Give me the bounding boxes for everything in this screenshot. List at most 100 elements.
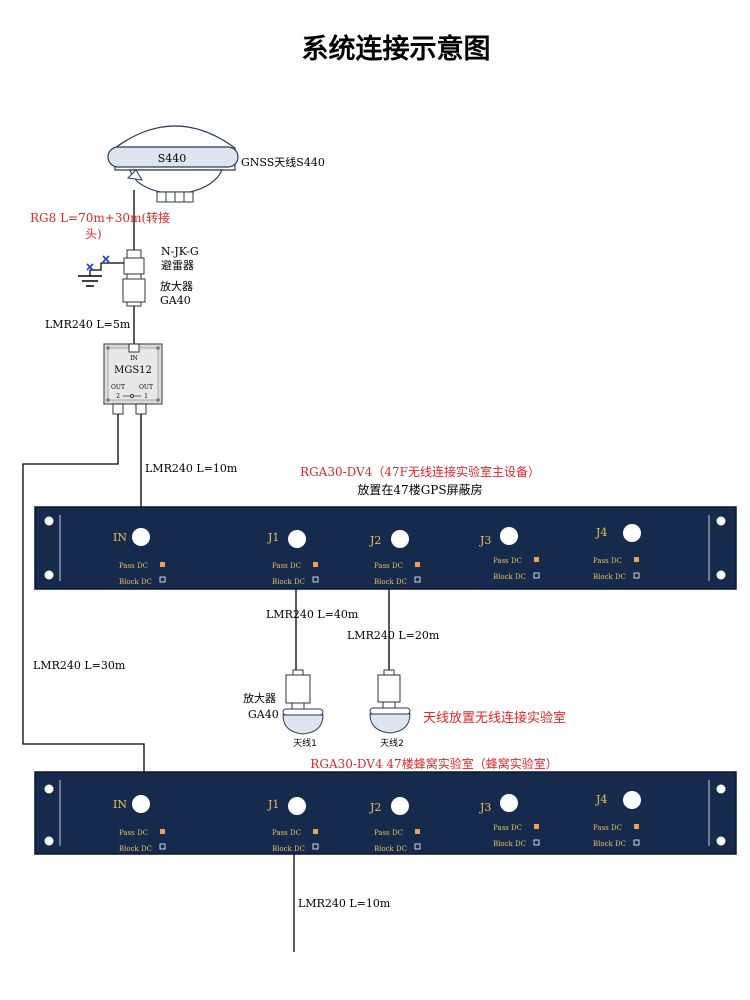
cable-rg8-label: RG8 L=70m+30m(转接	[30, 210, 170, 225]
rack2-port-label-j4: J4	[595, 793, 607, 806]
gnss-antenna: S440	[107, 125, 239, 203]
arrester-body	[123, 257, 145, 275]
antenna-plug	[126, 169, 143, 181]
amplifier-bottom-model: GA40	[248, 708, 279, 721]
rack1-port-j1	[288, 530, 306, 548]
rack1-block-label-j1: Block DC	[272, 578, 305, 586]
rack1-block-led-j3	[533, 572, 540, 579]
mgs12-out1-connector	[135, 403, 147, 415]
rack2-body	[34, 771, 737, 855]
rack1-port-j3	[500, 527, 518, 545]
lightning-label-2: 避雷器	[161, 258, 194, 272]
rack1-port-label-j4: J4	[595, 526, 607, 539]
antenna-1	[282, 708, 324, 735]
rack2-block-led-j4	[633, 839, 640, 846]
rack1-block-led-j2	[414, 576, 421, 583]
rack1-port-j2	[391, 530, 409, 548]
amplifier-top-label: 放大器	[160, 279, 193, 293]
rack2-block-label-j4: Block DC	[593, 840, 626, 848]
rack1-block-led-j1	[312, 576, 319, 583]
rack2-pass-led-j4	[634, 824, 639, 829]
rack1-pass-led-j1	[313, 562, 318, 567]
amplifier-top-model: GA40	[160, 294, 191, 307]
rack2-port-in	[132, 795, 150, 813]
arrester-bottom	[126, 273, 142, 280]
mgs12-out-label-1: OUT	[139, 384, 153, 391]
rack1-port-j4	[623, 524, 641, 542]
lab-note: 天线放置无线连接实验室	[423, 710, 566, 726]
rack1-block-label-j3: Block DC	[493, 573, 526, 581]
rack2-block-led-in	[159, 843, 166, 850]
rack1-port-label-j2: J2	[369, 534, 381, 547]
rack2-port-label-j1: J1	[267, 798, 279, 811]
arrester-top	[126, 249, 142, 259]
rack2-port-j3	[500, 794, 518, 812]
antenna-2-icon	[369, 713, 411, 734]
antenna-label-band	[107, 146, 239, 168]
rack1-port-label-in: IN	[113, 531, 127, 544]
mgs12-out-label-2: OUT	[111, 384, 125, 391]
rack2-panel: IN J1 J2 J3 J4 Pass DC Block DC Pass DC …	[34, 771, 737, 855]
antenna-label: GNSS天线S440	[241, 155, 325, 169]
cable-bottom-label: LMR240 L=10m	[298, 897, 391, 910]
cable-rg8-label-2: 头)	[85, 227, 102, 241]
rack1-pass-label-j1: Pass DC	[272, 562, 301, 570]
rack2-port-label-j3: J3	[479, 801, 491, 814]
rack2-block-led-j2	[414, 843, 421, 850]
rack1-block-label-j4: Block DC	[593, 573, 626, 581]
amplifier-bottom-label: 放大器	[243, 691, 276, 705]
mgs12-model: MGS12	[114, 365, 152, 376]
rack1-pass-label-j2: Pass DC	[374, 562, 403, 570]
rack2-pass-label-j4: Pass DC	[593, 824, 622, 832]
rack1-port-label-j3: J3	[479, 534, 491, 547]
rack1-screw-tr	[716, 516, 726, 526]
rack2-title: RGA30-DV4 47楼蜂窝实验室（蜂窝实验室）	[310, 756, 557, 771]
mgs12-out-num-1: 1	[144, 393, 148, 400]
amplifier-j2-body	[377, 674, 401, 703]
cable-j1-label: LMR240 L=40m	[266, 608, 359, 621]
mgs12-out-num-2: 2	[116, 393, 120, 400]
rack1-screw-br	[716, 570, 726, 580]
rack2-port-j4	[623, 791, 641, 809]
rack1-port-label-j1: J1	[267, 531, 279, 544]
cable-lmr5-label: LMR240 L=5m	[45, 318, 131, 331]
page-title: 系统连接示意图	[302, 33, 491, 65]
mgs12-splitter: IN MGS12 OUT OUT 2 1	[103, 343, 163, 415]
rack1-pass-label-j4: Pass DC	[593, 557, 622, 565]
antenna-1-label: 天线1	[293, 737, 317, 749]
rack1-title: RGA30-DV4（47F无线连接实验室主设备）	[300, 464, 540, 479]
rack1-block-label-in: Block DC	[119, 578, 152, 586]
amplifier-j2	[377, 669, 401, 709]
rack1-block-led-in	[159, 576, 166, 583]
antenna-2	[369, 707, 411, 734]
rack2-port-label-in: IN	[113, 798, 127, 811]
rack2-block-label-in: Block DC	[119, 845, 152, 853]
ground-connection	[78, 255, 124, 287]
rack1-screw-tl	[44, 516, 54, 526]
rack2-screw-bl	[44, 836, 54, 846]
rack2-block-label-j1: Block DC	[272, 845, 305, 853]
rack2-screw-br	[716, 836, 726, 846]
cable-lmr10-top-label: LMR240 L=10m	[145, 462, 238, 475]
cable-lmr30-label: LMR240 L=30m	[33, 659, 126, 672]
rack2-pass-label-j3: Pass DC	[493, 824, 522, 832]
antenna-2-label: 天线2	[380, 737, 404, 749]
rack1-port-in	[132, 528, 150, 546]
rack1-panel: IN J1 J2 J3 J4 Pass DC Block DC Pass DC …	[34, 506, 737, 590]
rack2-pass-led-j1	[313, 829, 318, 834]
rack2-port-j2	[391, 797, 409, 815]
rack2-port-j1	[288, 797, 306, 815]
rack2-pass-led-j2	[415, 829, 420, 834]
rack1-pass-led-j2	[415, 562, 420, 567]
rack2-pass-label-in: Pass DC	[119, 829, 148, 837]
rack2-port-label-j2: J2	[369, 801, 381, 814]
mgs12-in-connector	[128, 343, 140, 353]
rack1-pass-led-j3	[534, 557, 539, 562]
rack1-subtitle: 放置在47楼GPS屏蔽房	[357, 482, 482, 497]
amplifier-bottom	[285, 669, 311, 710]
rack1-screw-bl	[44, 570, 54, 580]
amplifier-bottom-body	[285, 674, 311, 704]
rack1-body	[34, 506, 737, 590]
rack1-block-led-j4	[633, 572, 640, 579]
amplifier-top	[122, 278, 146, 307]
